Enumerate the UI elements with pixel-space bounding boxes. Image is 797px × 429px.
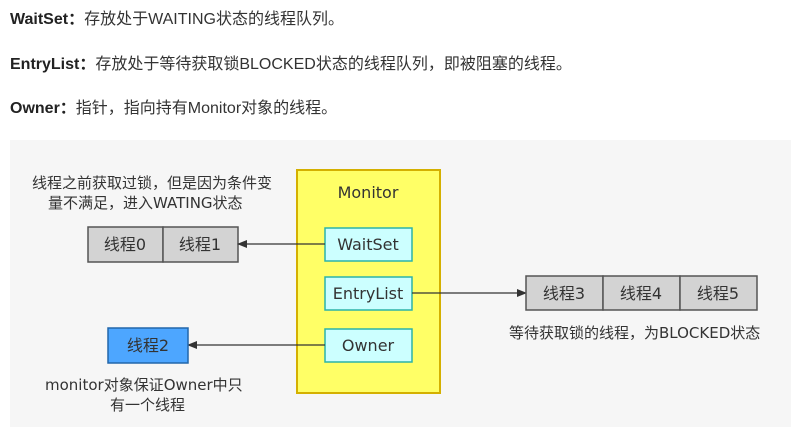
thread-label-3: 线程3 [543,284,585,303]
waitset-desc: 存放处于WAITING状态的线程队列。 [84,11,344,28]
owner-desc: 指针，指向持有Monitor对象的线程。 [75,100,338,117]
thread-box-4 [602,275,681,311]
blocked-note: 等待获取锁的线程，为BLOCKED状态 [509,324,760,342]
entrylist-slot [324,276,413,311]
thread-label-1: 线程1 [179,235,221,254]
entrylist-slot-label: EntryList [333,284,404,303]
owner-note-line2: 有一个线程 [110,396,185,414]
monitor-diagram: 线程之前获取过锁，但是因为条件变 量不满足，进入WATING状态 线程0 线程1… [10,140,791,427]
waitset-slot [324,227,413,262]
entrylist-description: EntryList：存放处于等待获取锁BLOCKED状态的线程队列，即被阻塞的线… [10,55,572,75]
owner-description: Owner：指针，指向持有Monitor对象的线程。 [10,99,337,119]
owner-term: Owner： [10,100,76,117]
owner-note-line1: monitor对象保证Owner中只 [45,376,243,394]
thread-label-5: 线程5 [697,284,739,303]
monitor-diagram-svg: 线程之前获取过锁，但是因为条件变 量不满足，进入WATING状态 线程0 线程1… [32,169,760,414]
thread-box-1 [162,226,239,263]
entrylist-desc: 存放处于等待获取锁BLOCKED状态的线程队列，即被阻塞的线程。 [95,56,572,73]
thread-box-0 [87,226,164,263]
entrylist-term: EntryList： [10,56,96,73]
monitor-title: Monitor [338,183,399,202]
owner-slot-label: Owner [342,336,395,355]
thread-label-0: 线程0 [104,235,146,254]
owner-thread-label: 线程2 [127,336,169,355]
wait-note-line2: 量不满足，进入WATING状态 [48,194,243,212]
thread-label-4: 线程4 [620,284,662,303]
waitset-term: WaitSet： [10,11,85,28]
waitset-description: WaitSet：存放处于WAITING状态的线程队列。 [10,10,344,30]
waitset-slot-label: WaitSet [337,235,399,254]
thread-box-5 [679,275,758,311]
wait-note-line1: 线程之前获取过锁，但是因为条件变 [32,174,272,192]
owner-thread-box [107,327,189,364]
